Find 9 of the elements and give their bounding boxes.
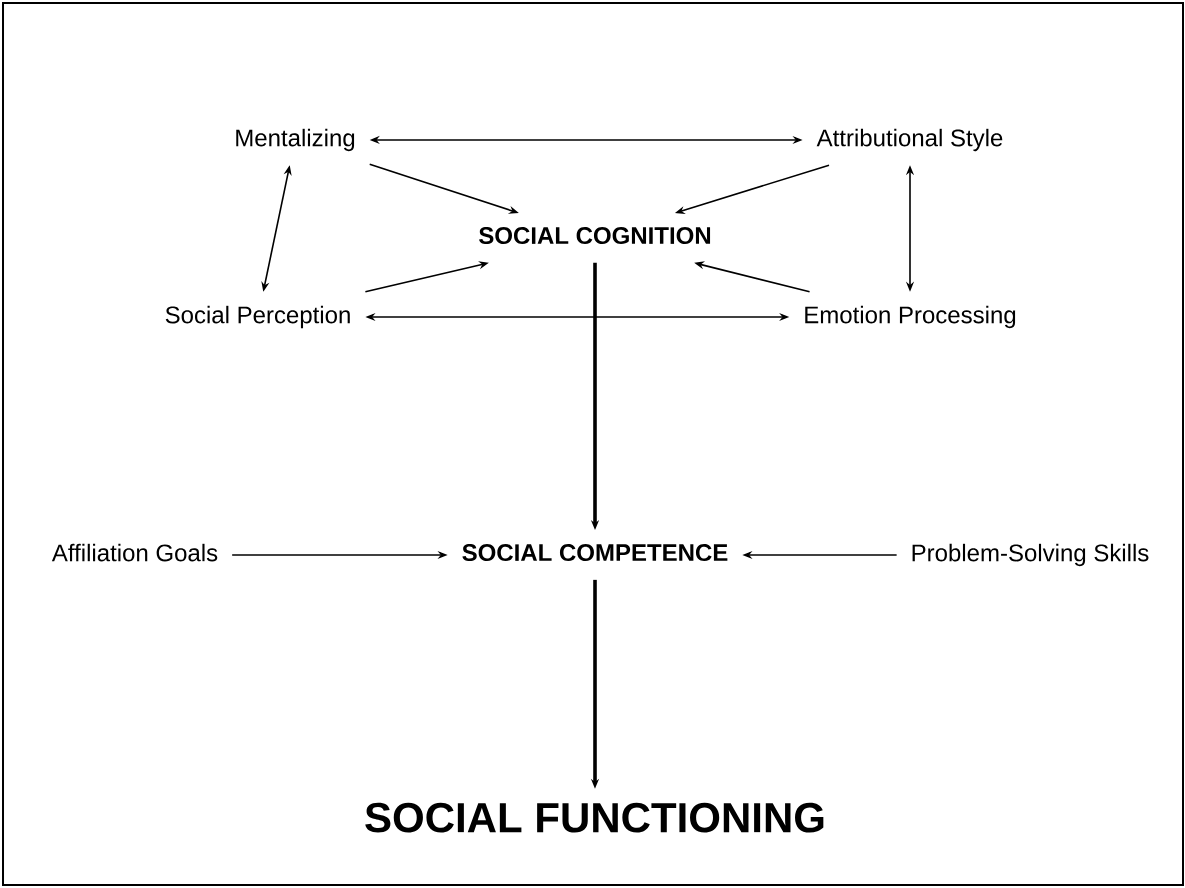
concept-label: Social Perception <box>165 305 350 329</box>
concept-label: Mentalizing <box>236 128 355 152</box>
concept-label: Attributional Style <box>816 128 1003 152</box>
construct-label: SOCIAL COGNITION <box>479 227 711 245</box>
outcome-label: SOCIAL FUNCTIONING <box>365 802 824 833</box>
concept-label: Problem-Solving Skills <box>912 543 1149 567</box>
concept-label: Affiliation Goals <box>51 543 218 562</box>
construct-label: SOCIAL COMPETENCE <box>462 544 728 562</box>
concept-label: Emotion Processing <box>805 305 1016 329</box>
